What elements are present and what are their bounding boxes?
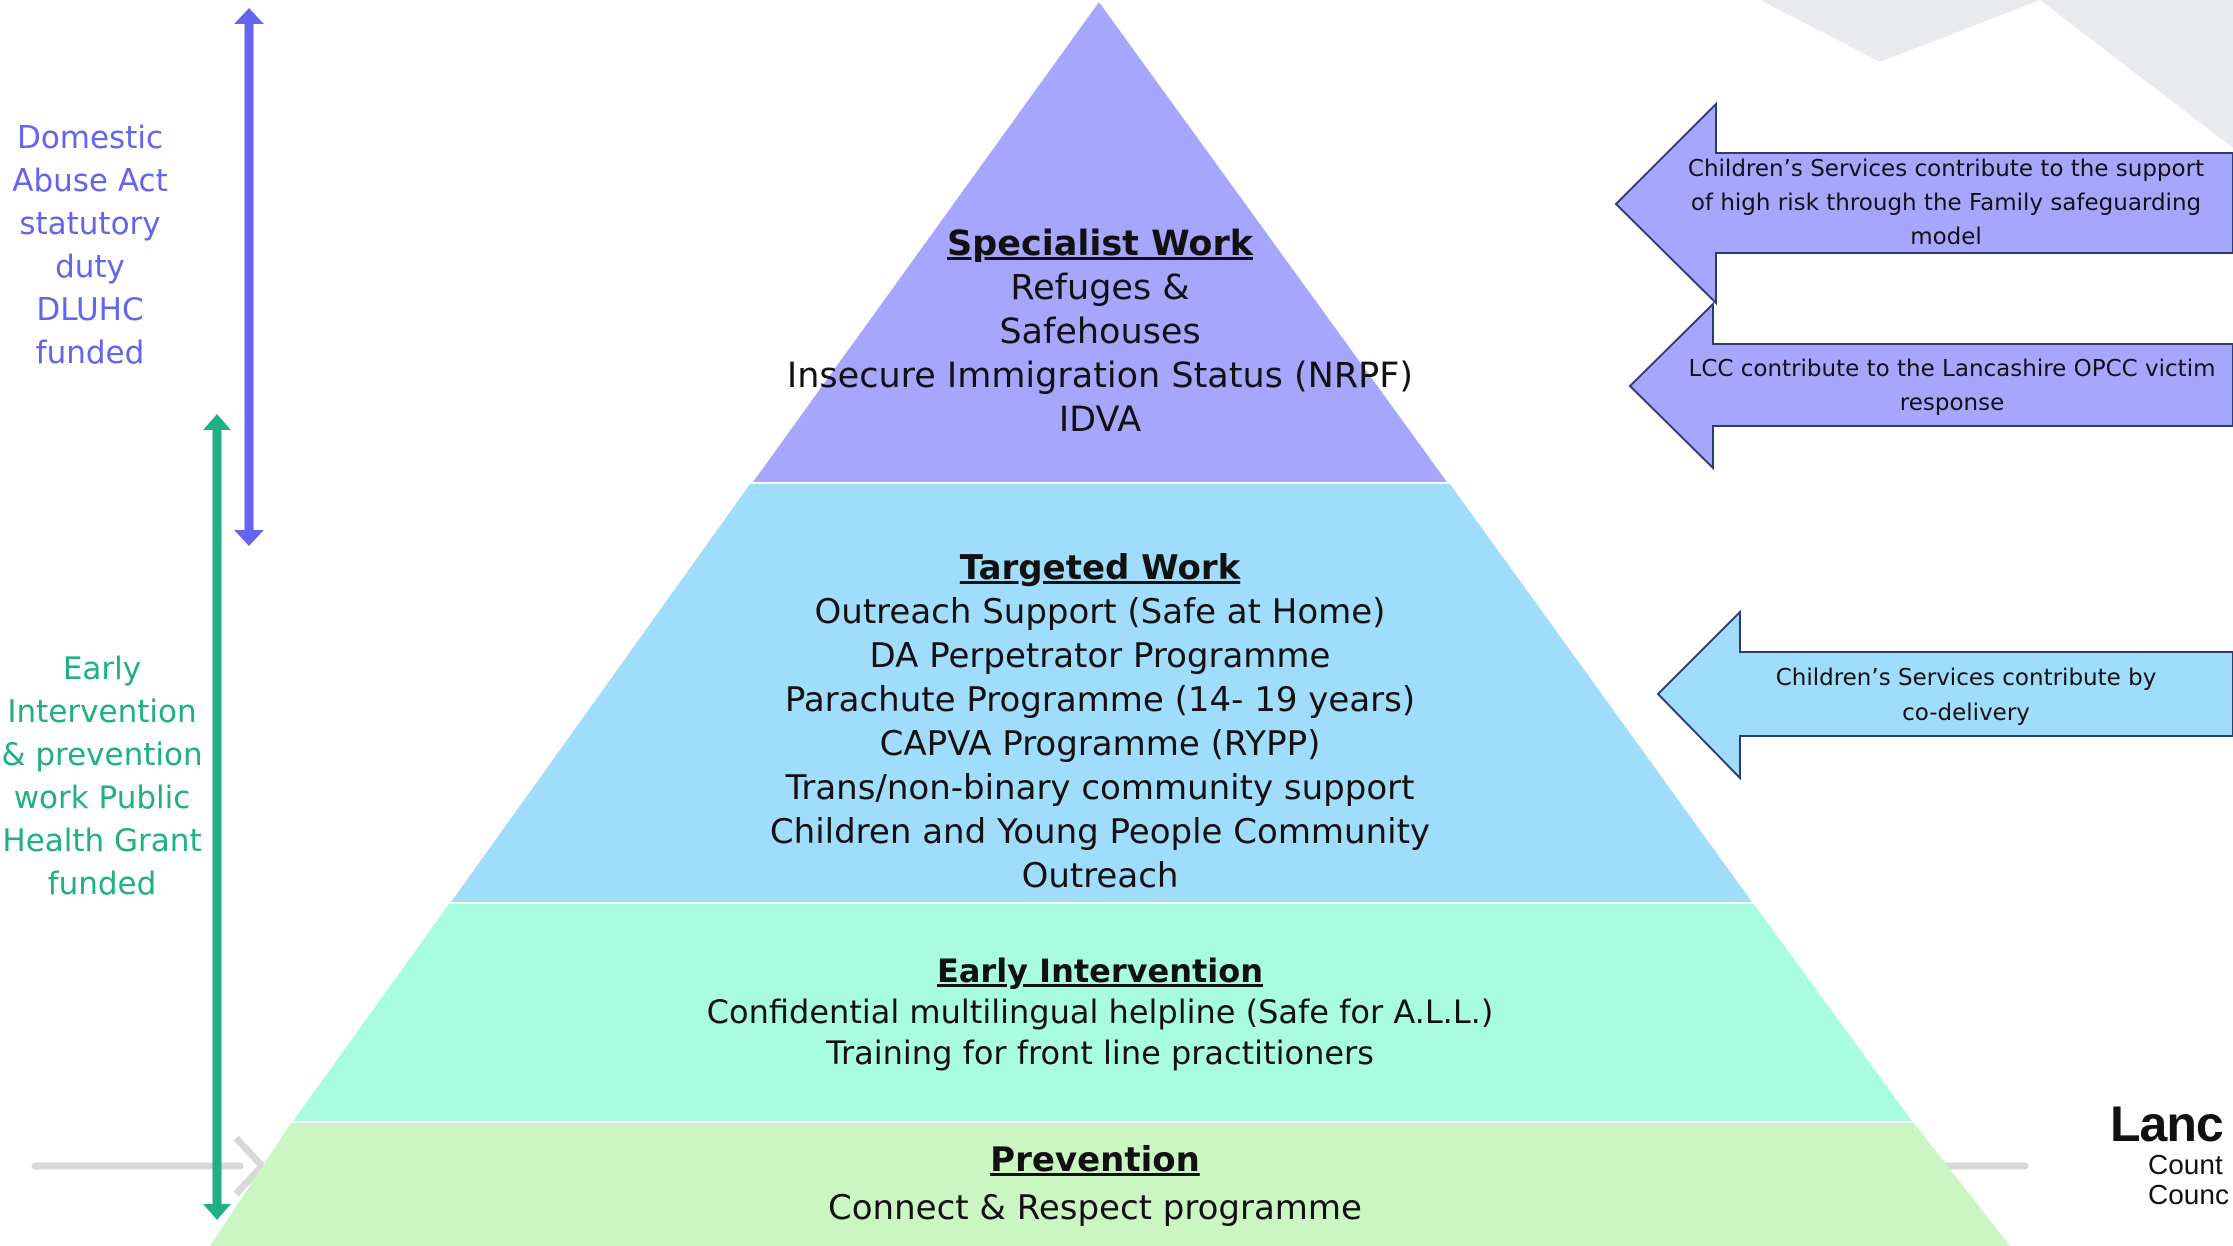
prevention-text: Prevention Connect & Respect programme: [700, 1136, 1490, 1232]
early-intervention-text: Early Intervention Confidential multilin…: [650, 951, 1550, 1074]
targeted-item: Children and Young People Community Outr…: [769, 812, 1431, 896]
specialist-item: IDVA: [1058, 400, 1142, 440]
logo-wordmark: Lanc: [2110, 1098, 2224, 1152]
specialist-item: Insecure Immigration Status (NRPF): [786, 356, 1414, 396]
pyramid-tier-specialist: [753, 2, 1447, 482]
early-intervention-item: Training for front line practitioners: [826, 1034, 1374, 1072]
specialist-item: Safehouses: [999, 312, 1201, 352]
targeted-item: CAPVA Programme (RYPP): [879, 724, 1321, 764]
guide-chevron: [233, 1135, 267, 1197]
callout-arrow-lcc-opcc: [1628, 301, 2233, 471]
callout-arrow-childrens-high-risk: [1614, 101, 2233, 306]
early-intervention-title: Early Intervention: [936, 952, 1264, 990]
specialist-work-text: Specialist Work Refuges & Safehouses Ins…: [770, 222, 1430, 442]
decorative-background-shape: [1760, 0, 2233, 148]
callout-text-lcc-opcc: LCC contribute to the Lancashire OPCC vi…: [1686, 352, 2218, 420]
callout-line: LCC contribute to the Lancashire OPCC vi…: [1688, 356, 2216, 382]
label-line: Early: [62, 651, 142, 687]
label-line: Domestic: [16, 120, 164, 156]
callout-line: response: [1899, 390, 2005, 416]
lancashire-county-council-logo: Lanc Count Counc: [2110, 1098, 2233, 1218]
callout-line: model: [1910, 224, 1982, 250]
targeted-item: Trans/non-binary community support: [785, 768, 1415, 808]
label-line: Abuse Act: [12, 163, 168, 199]
pyramid-tier-early-intervention: [293, 904, 1912, 1121]
label-line: Intervention: [7, 694, 197, 730]
label-line: & prevention: [1, 737, 203, 773]
label-line: funded: [47, 866, 157, 902]
logo-line-2: Count: [2148, 1149, 2223, 1180]
targeted-work-text: Targeted Work Outreach Support (Safe at …: [700, 546, 1500, 898]
statutory-range-arrow: [234, 8, 264, 546]
callout-text-childrens-high-risk: Children’s Services contribute to the su…: [1686, 152, 2206, 254]
targeted-item: Parachute Programme (14- 19 years): [784, 680, 1416, 720]
statutory-duty-label: Domestic Abuse Act statutory duty DLUHC …: [0, 117, 180, 375]
callout-line: of high risk through the Family safeguar…: [1690, 190, 2202, 216]
callout-line: Children’s Services contribute by: [1775, 665, 2157, 691]
early-intervention-funding-label: Early Intervention & prevention work Pub…: [0, 648, 204, 906]
callout-line: Children’s Services contribute to the su…: [1687, 156, 2205, 182]
targeted-item: DA Perpetrator Programme: [869, 636, 1331, 676]
prevention-title: Prevention: [990, 1140, 1200, 1180]
early-intervention-item: Confidential multilingual helpline (Safe…: [706, 993, 1494, 1031]
callout-line: co-delivery: [1902, 700, 2030, 726]
label-line: funded: [35, 335, 145, 371]
label-line: DLUHC: [36, 292, 144, 328]
targeted-item: Outreach Support (Safe at Home): [814, 592, 1386, 632]
prevention-item: Connect & Respect programme: [828, 1188, 1362, 1228]
specialist-work-title: Specialist Work: [946, 224, 1254, 264]
pyramid-tier-prevention: [210, 1123, 2010, 1246]
label-line: duty: [55, 249, 125, 285]
early-prevention-range-arrow: [203, 414, 231, 1220]
logo-line-3: Counc: [2148, 1179, 2229, 1210]
callout-arrow-childrens-codelivery: [1656, 609, 2233, 781]
callout-text-childrens-codelivery: Children’s Services contribute by co-del…: [1740, 661, 2192, 731]
label-line: Health Grant: [2, 823, 202, 859]
label-line: statutory: [19, 206, 161, 242]
targeted-work-title: Targeted Work: [959, 548, 1241, 588]
label-line: work Public: [13, 780, 191, 816]
pyramid-tier-targeted: [451, 484, 1752, 902]
specialist-item: Refuges &: [1010, 268, 1190, 308]
